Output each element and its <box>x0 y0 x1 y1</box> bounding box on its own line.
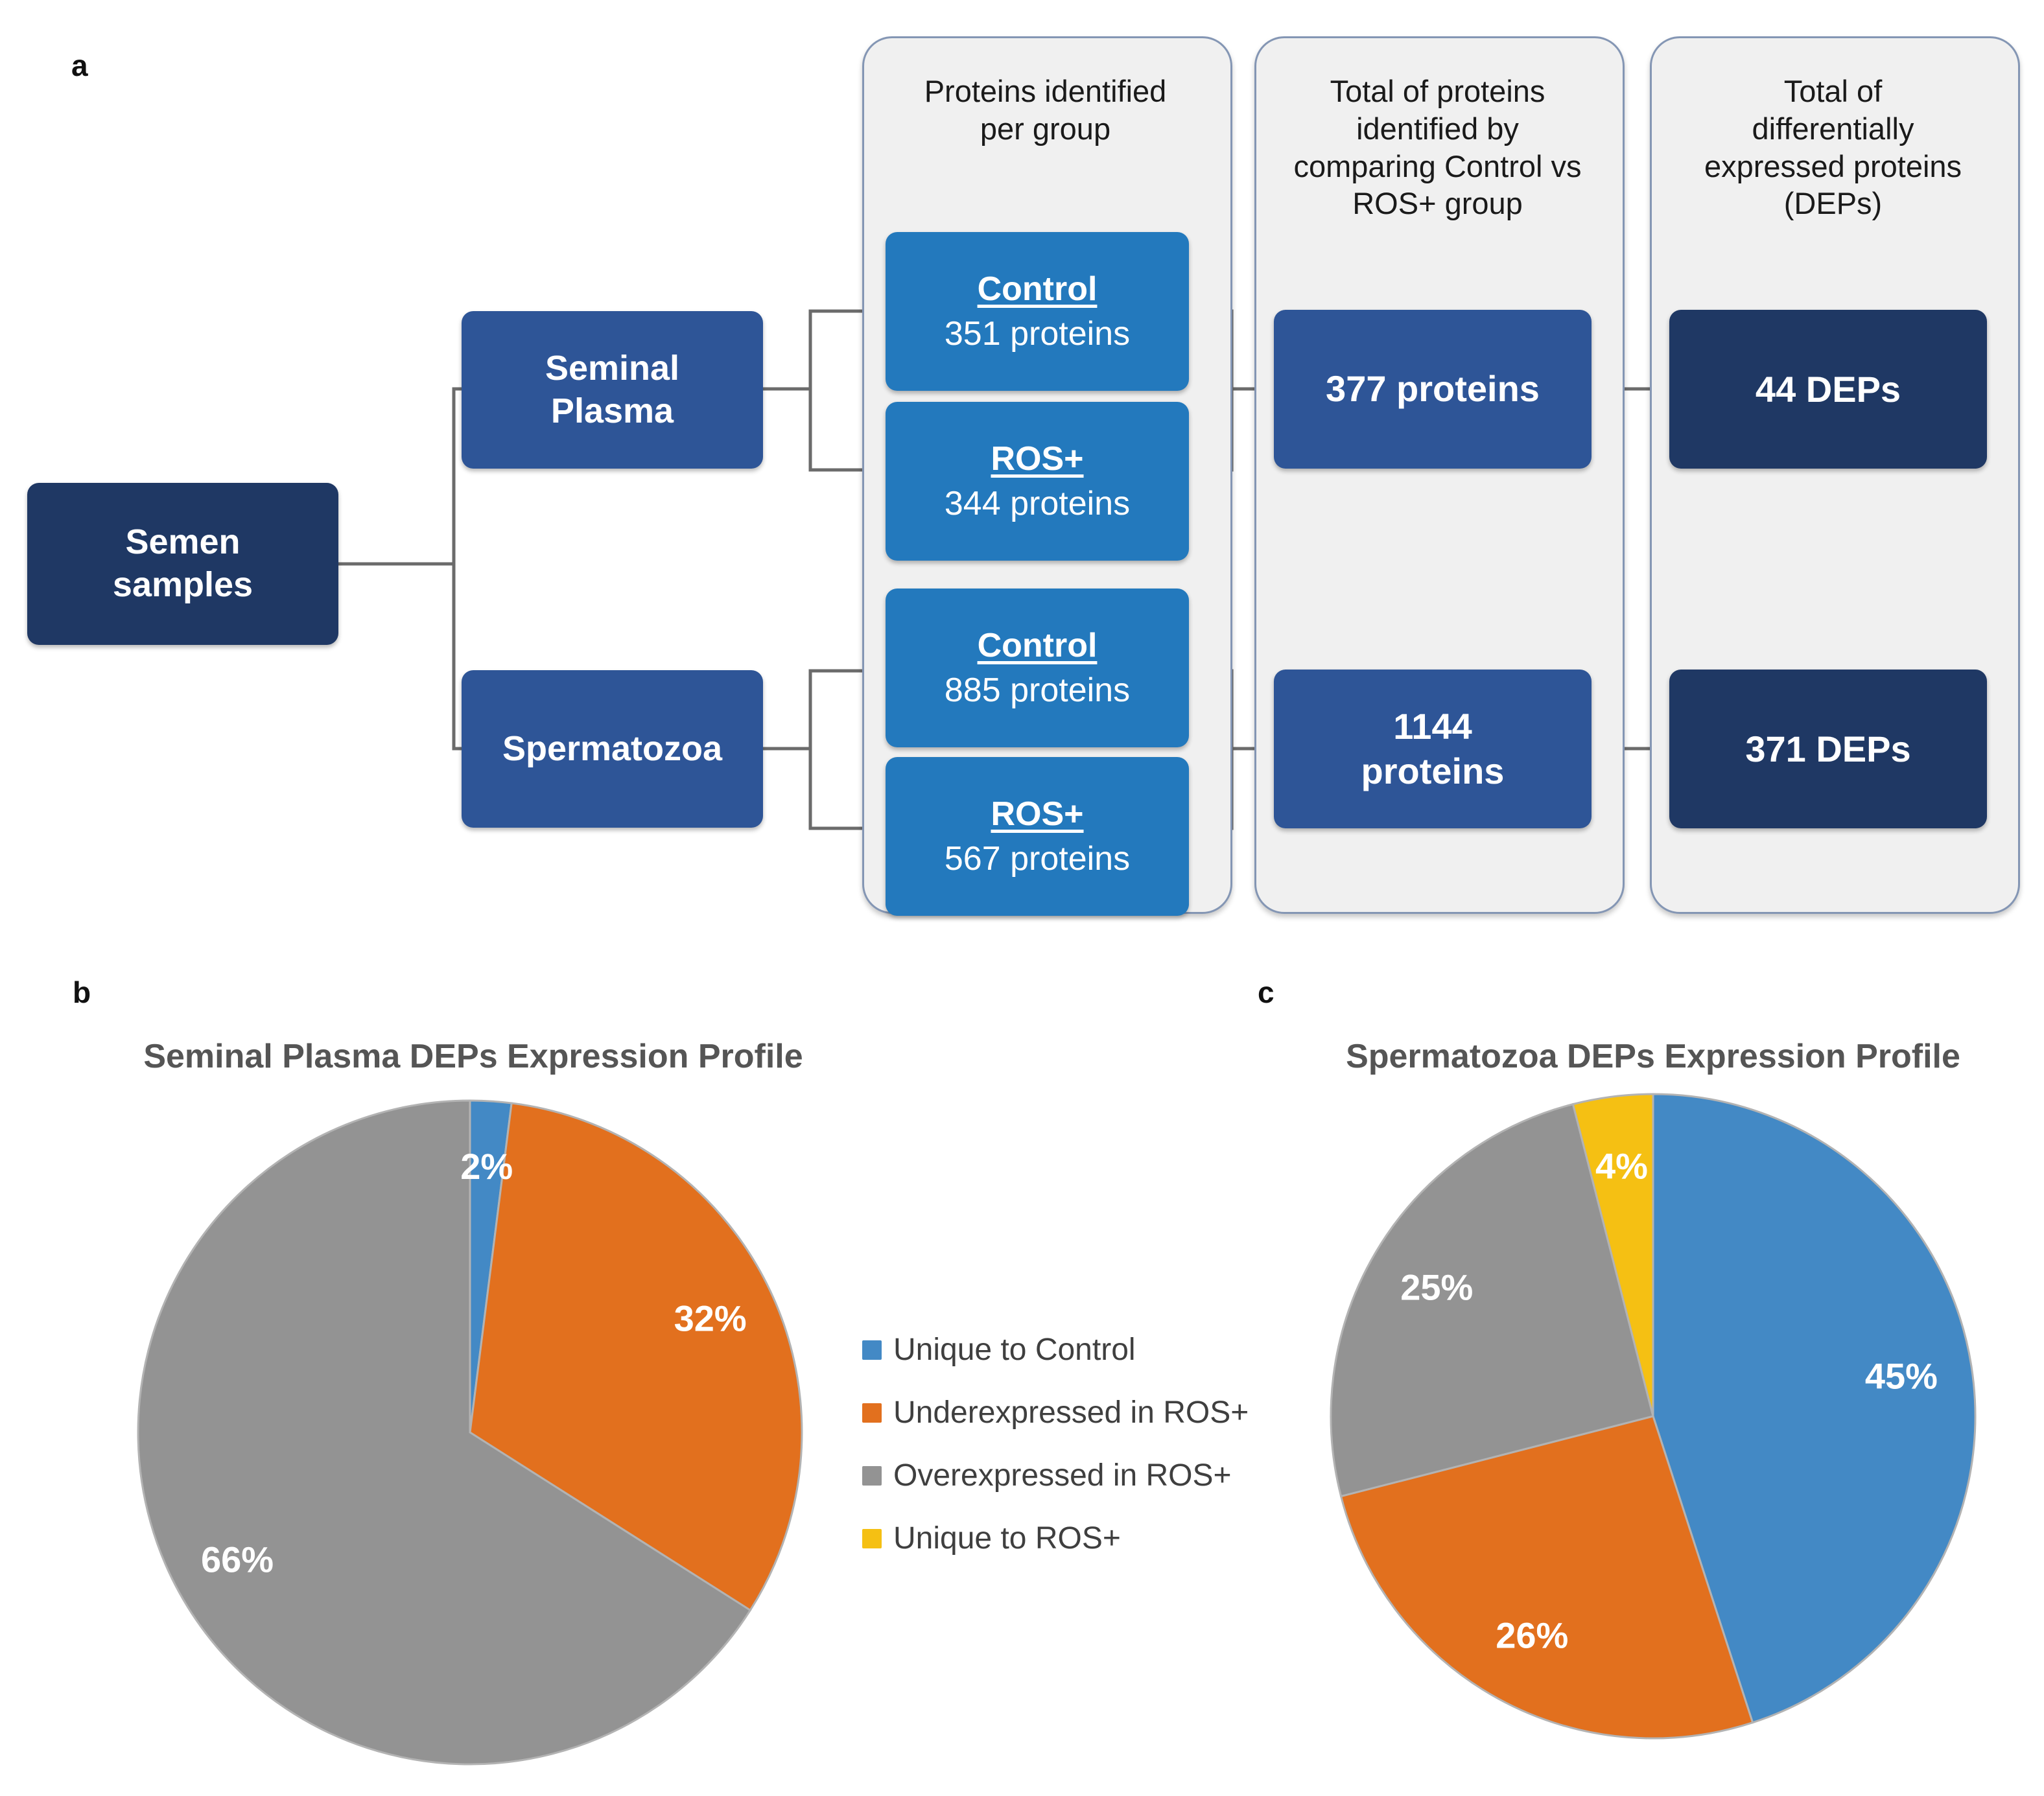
legend-swatch-icon <box>862 1528 882 1548</box>
legend-label: Unique to Control <box>893 1333 1136 1367</box>
pie-slice[interactable] <box>137 1099 752 1766</box>
node-line: Spermatozoa <box>502 729 723 768</box>
legend-item[interactable]: Overexpressed in ROS+ <box>862 1458 1249 1493</box>
node-line: Plasma <box>550 391 674 430</box>
legend-label: Overexpressed in ROS+ <box>893 1458 1232 1493</box>
node-semen-samples: Semen samples <box>27 483 338 645</box>
pie-slice-label: 4% <box>1595 1145 1648 1186</box>
node-spermatozoa-ros: ROS+ 567 proteins <box>886 757 1189 916</box>
node-line: 371 DEPs <box>1745 729 1911 769</box>
node-line: Seminal <box>545 348 680 388</box>
legend-item[interactable]: Underexpressed in ROS+ <box>862 1395 1249 1430</box>
pie-slice[interactable] <box>1330 1102 1654 1498</box>
pie-slice[interactable] <box>1339 1415 1754 1740</box>
node-title: ROS+ <box>991 795 1084 833</box>
legend-item[interactable]: Unique to ROS+ <box>862 1521 1249 1556</box>
pie-slice-label: 45% <box>1865 1355 1938 1396</box>
node-title: ROS+ <box>991 439 1084 478</box>
node-line: 377 proteins <box>1326 368 1540 410</box>
group-header-line: per group <box>980 111 1111 146</box>
node-line: 44 DEPs <box>1755 369 1901 410</box>
legend-item[interactable]: Unique to Control <box>862 1332 1249 1368</box>
node-value: 351 proteins <box>944 314 1131 353</box>
panel-letter-c: c <box>1258 975 1275 1009</box>
node-seminal-plasma: Seminal Plasma <box>462 311 763 469</box>
node-seminal-plasma-control: Control 351 proteins <box>886 232 1189 391</box>
group-header-line: Proteins identified <box>924 74 1167 108</box>
pie-slice[interactable] <box>1652 1093 1977 1724</box>
legend-label: Underexpressed in ROS+ <box>893 1395 1249 1430</box>
pie-slice-label: 2% <box>460 1146 513 1187</box>
group-header-line: (DEPs) <box>1783 186 1883 221</box>
group-header-line: identified by <box>1356 111 1519 146</box>
group-header-line: differentially <box>1752 111 1914 146</box>
node-value: 344 proteins <box>944 484 1131 522</box>
node-total-proteins-seminal-plasma: 377 proteins <box>1274 310 1592 469</box>
pie-slice-label: 26% <box>1496 1615 1568 1656</box>
group-header-total-proteins: Total of proteins identified by comparin… <box>1264 73 1611 222</box>
group-header-line: expressed proteins <box>1704 148 1962 183</box>
node-line: Semen <box>125 522 241 562</box>
panel-letter-b: b <box>73 975 91 1009</box>
chart-title-spermatozoa: Spermatozoa DEPs Expression Profile <box>1346 1038 1960 1075</box>
pie-slice-label: 66% <box>201 1539 274 1580</box>
node-line: 1144 <box>1393 706 1472 747</box>
pie-chart-seminal-plasma: 2% 32% 66% <box>133 1095 807 1769</box>
node-total-proteins-spermatozoa: 1144 proteins <box>1274 670 1592 828</box>
legend-swatch-icon <box>862 1465 882 1486</box>
flowchart-panel-a: a Proteins identified per group Total of… <box>27 36 2020 916</box>
group-header-line: Total of <box>1783 74 1883 108</box>
panel-letter-a: a <box>71 49 88 82</box>
node-title: Control <box>977 270 1098 308</box>
group-header-line: ROS+ group <box>1352 186 1523 221</box>
pie-slice-label: 32% <box>674 1298 747 1339</box>
node-value: 567 proteins <box>944 839 1131 878</box>
node-spermatozoa: Spermatozoa <box>462 670 763 828</box>
node-spermatozoa-control: Control 885 proteins <box>886 589 1189 747</box>
node-value: 885 proteins <box>944 671 1131 709</box>
pie-slice[interactable] <box>1571 1093 1654 1417</box>
pie-slice[interactable] <box>469 1102 803 1612</box>
group-header-total-deps: Total of differentially expressed protei… <box>1660 73 2006 222</box>
pie-slice-label: 25% <box>1400 1267 1473 1308</box>
group-header-proteins-per-group: Proteins identified per group <box>875 73 1216 148</box>
group-header-line: comparing Control vs <box>1293 148 1582 183</box>
node-deps-seminal-plasma: 44 DEPs <box>1669 310 1987 469</box>
legend-swatch-icon <box>862 1403 882 1423</box>
node-title: Control <box>977 626 1098 664</box>
node-seminal-plasma-ros: ROS+ 344 proteins <box>886 402 1189 561</box>
pie-chart-spermatozoa: 45% 26% 25% 4% <box>1326 1089 1980 1744</box>
node-line: samples <box>112 565 253 604</box>
node-deps-spermatozoa: 371 DEPs <box>1669 670 1987 828</box>
group-header-line: Total of proteins <box>1330 74 1545 108</box>
legend-swatch-icon <box>862 1340 882 1360</box>
legend-label: Unique to ROS+ <box>893 1521 1121 1556</box>
node-line: proteins <box>1361 750 1505 791</box>
chart-title-seminal-plasma: Seminal Plasma DEPs Expression Profile <box>143 1038 803 1075</box>
